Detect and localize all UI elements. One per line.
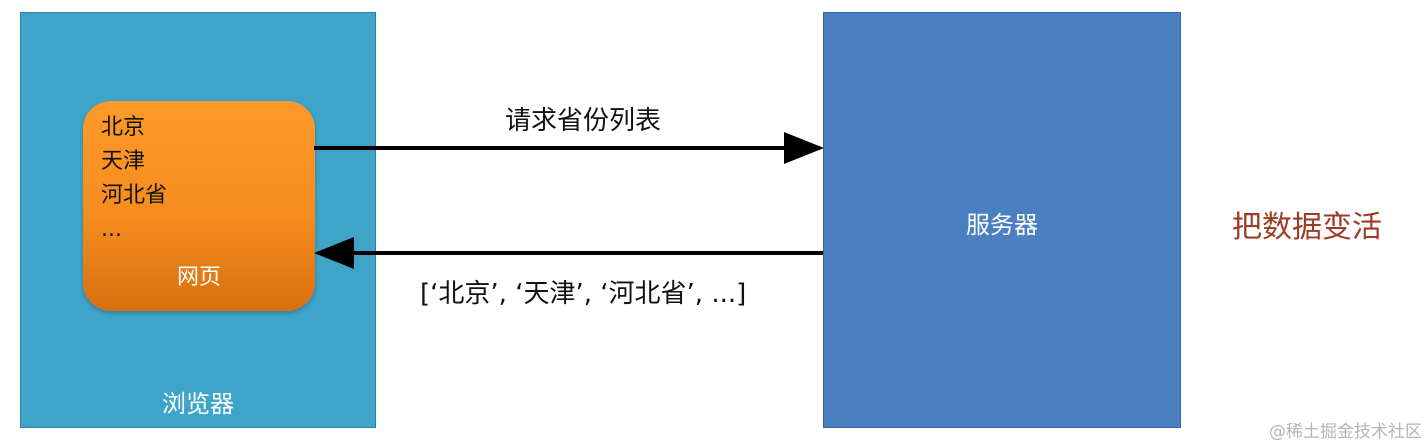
browser-box: 北京 天津 河北省 ... 网页 浏览器: [20, 12, 376, 428]
province-item: 河北省: [101, 183, 168, 208]
webpage-card: 北京 天津 河北省 ... 网页: [83, 101, 315, 311]
province-list: 北京 天津 河北省 ...: [101, 111, 167, 247]
watermark: @稀土掘金技术社区: [1269, 422, 1422, 442]
browser-label: 浏览器: [162, 390, 234, 418]
server-label: 服务器: [966, 211, 1038, 239]
webpage-label: 网页: [176, 265, 221, 290]
request-label: 请求省份列表: [505, 106, 662, 136]
province-item: ...: [101, 217, 122, 242]
side-title: 把数据变活: [1232, 210, 1382, 245]
server-box: 服务器: [823, 12, 1181, 428]
response-label: [‘北京’, ‘天津’, ‘河北省’, ...]: [420, 279, 747, 309]
province-item: 天津: [101, 149, 146, 174]
province-item: 北京: [101, 115, 146, 140]
